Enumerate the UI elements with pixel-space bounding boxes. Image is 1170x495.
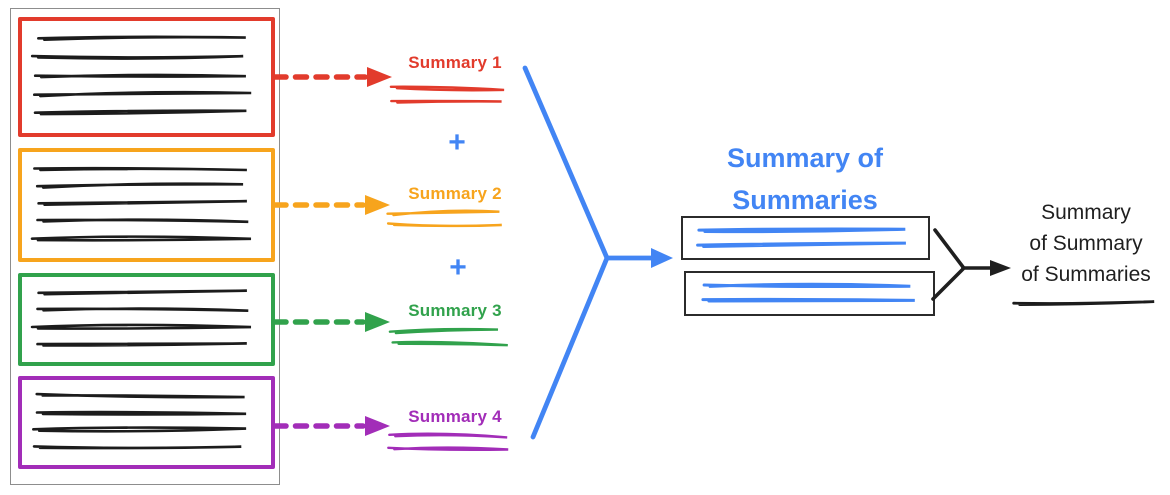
summary-of-summaries-title: Summary of Summaries (726, 143, 884, 215)
source-doc-4 (18, 376, 275, 469)
plus-sign-2: + (449, 251, 467, 284)
summary-1-label: Summary 1 (408, 53, 502, 72)
sos-box-2-scribble (701, 282, 915, 303)
summary-3-label: Summary 3 (408, 301, 502, 320)
source-doc-1 (18, 17, 275, 137)
plus-sign-1: + (448, 126, 466, 159)
doc-3-text-scribble (30, 289, 252, 347)
summary-of-summaries-box-1 (681, 216, 930, 260)
final-summary-scribble (1012, 300, 1155, 306)
dashed-arrow-doc3-to-summary3 (272, 312, 390, 332)
summary-of-summaries-box-2 (684, 271, 935, 316)
summary-2-label: Summary 2 (408, 184, 502, 203)
source-document-stack (10, 8, 280, 485)
dashed-arrow-doc4-to-summary4 (272, 416, 390, 436)
black-merge-arrow-icon (931, 228, 1011, 301)
dashed-arrow-doc1-to-summary1 (272, 67, 392, 87)
doc-1-text-scribble (30, 35, 252, 116)
blue-merge-arrow-icon (522, 65, 673, 440)
doc-2-text-scribble (30, 166, 252, 242)
dashed-arrow-doc2-to-summary2 (272, 195, 390, 215)
sos-box-1-scribble (696, 227, 906, 248)
source-doc-3 (18, 273, 275, 366)
summary-4-scribble (387, 432, 509, 452)
summary-4-label: Summary 4 (408, 407, 502, 426)
summary-1-scribble (389, 85, 505, 104)
final-summary-label: Summary of Summary of Summaries (1021, 201, 1151, 287)
summary-2-scribble (386, 209, 502, 228)
doc-4-text-scribble (31, 392, 247, 450)
summary-3-scribble (388, 327, 508, 347)
source-doc-2 (18, 148, 275, 262)
